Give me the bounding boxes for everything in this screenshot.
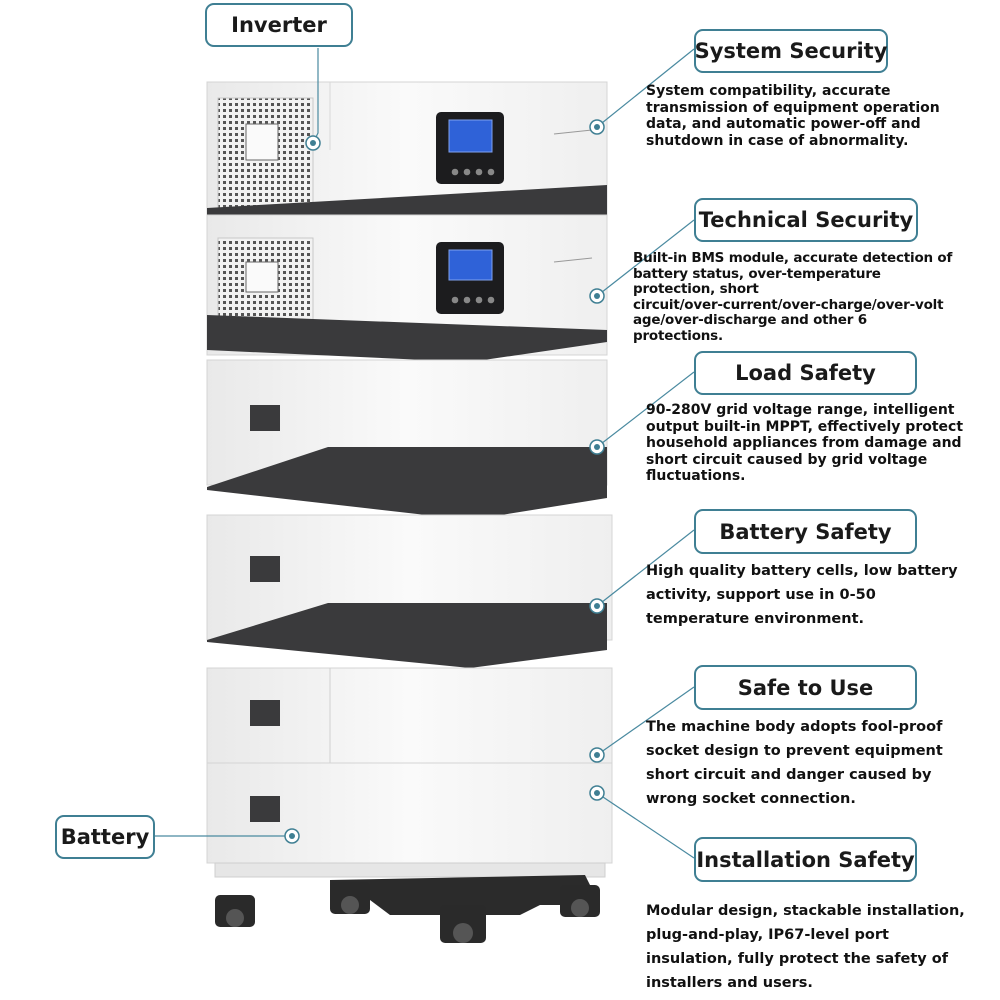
leader-system-security [596, 48, 695, 128]
leader-battery-safety [596, 529, 695, 607]
system-security-description: System compatibility, accurate transmiss… [646, 83, 940, 149]
technical-security-description: Built-in BMS module, accurate detection … [633, 250, 953, 344]
battery-label: Battery [55, 815, 155, 859]
load-safety-description: 90-280V grid voltage range, intelligent … [646, 402, 964, 484]
inverter-label: Inverter [205, 3, 353, 47]
leader-technical-security [596, 219, 695, 297]
battery-stack-base [206, 667, 613, 878]
target-dots [284, 119, 605, 844]
safe-to-use-label: Safe to Use [694, 665, 917, 710]
wheeled-stand [215, 875, 600, 943]
battery-module-b [206, 514, 613, 668]
battery-safety-description: High quality battery cells, low battery … [646, 563, 958, 627]
battery-safety-label: Battery Safety [694, 509, 917, 554]
leader-installation-safety [596, 792, 695, 859]
system-security-label: System Security [694, 29, 888, 73]
installation-safety-description: Modular design, stackable installation, … [646, 903, 965, 991]
safe-to-use-description: The machine body adopts fool-proof socke… [646, 719, 943, 807]
load-safety-label: Load Safety [694, 351, 917, 395]
leader-load-safety [596, 371, 695, 448]
battery-module-a [206, 359, 608, 520]
leader-safe-to-use [596, 686, 695, 756]
technical-security-label: Technical Security [694, 198, 918, 242]
inverter-module-second [206, 214, 608, 362]
installation-safety-label: Installation Safety [694, 837, 917, 882]
